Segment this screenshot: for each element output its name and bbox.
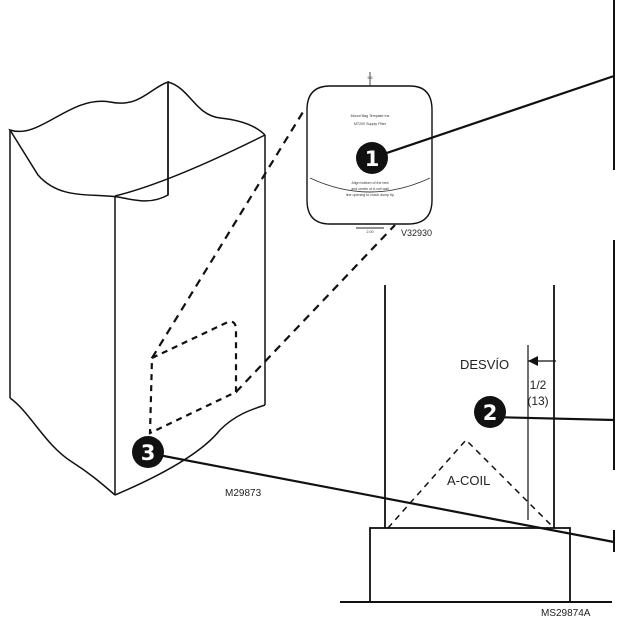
leader-line-3 xyxy=(147,451,615,544)
figure-code-template: V32930 xyxy=(401,228,432,238)
callout-1: 1 xyxy=(356,142,388,174)
projection-line-upper xyxy=(151,111,304,359)
filter-cutout-outline xyxy=(148,320,238,435)
template-top-mark: 5.5 xyxy=(368,76,373,80)
furnace-base xyxy=(369,527,571,603)
a-coil-label: A-COIL xyxy=(447,473,490,488)
callout-3: 3 xyxy=(132,436,164,468)
plenum-bottom-right-edge xyxy=(114,404,266,496)
template-line-5: line opening to reach dump tip xyxy=(346,193,394,197)
offset-fraction-label: 1/2 xyxy=(530,378,547,392)
template-line-3: Align bottom of the bed xyxy=(352,181,389,185)
a-coil-outline xyxy=(387,438,555,529)
leader-line-2 xyxy=(489,415,615,422)
desvio-label: DESVÍO xyxy=(460,357,509,372)
plenum-top-edge xyxy=(8,80,169,202)
callout-2: 2 xyxy=(474,396,506,428)
projection-line-lower xyxy=(235,224,396,393)
figure-code-right: MS29874A xyxy=(541,608,591,619)
callout-2-number: 2 xyxy=(483,401,498,425)
callout-1-number: 1 xyxy=(365,147,380,171)
coil-cabinet xyxy=(340,285,612,603)
plenum-box xyxy=(8,80,266,496)
template-line-2: MT200 Supply Filter xyxy=(354,122,387,126)
offset-mm-label: (13) xyxy=(527,394,548,408)
plenum-top-front-edge xyxy=(114,134,266,197)
plenum-top-right-edge xyxy=(167,81,266,136)
template-line-4: and center of A coil wall xyxy=(351,187,389,191)
plenum-bottom-left-edge xyxy=(9,397,116,496)
template-line-1: Mount Bag Template Ins xyxy=(351,114,390,118)
offset-dimension xyxy=(528,356,556,366)
template-bottom-mark: 2.00 xyxy=(367,230,374,234)
leader-line-1 xyxy=(371,74,615,160)
figure-code-left: M29873 xyxy=(225,488,262,499)
callout-3-number: 3 xyxy=(141,441,156,465)
